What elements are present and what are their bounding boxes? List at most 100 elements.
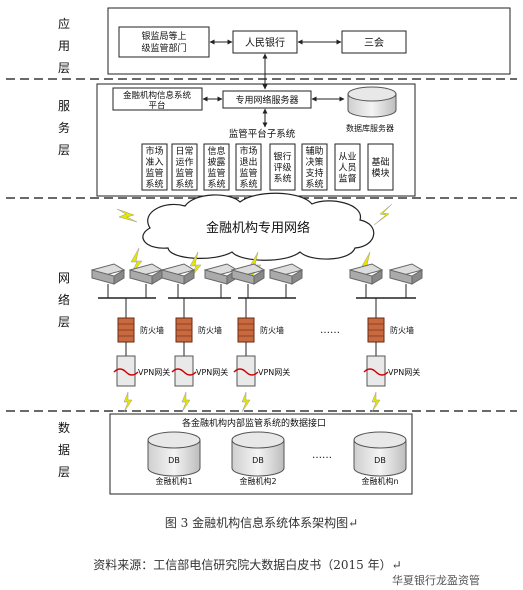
subsystem-label: 退出 — [239, 156, 257, 168]
subsystem-label: 日常 — [175, 145, 193, 157]
subsystem-label: 系统 — [273, 173, 291, 185]
subsystem-label: 银行 — [273, 151, 291, 163]
subsystem-label: 市场 — [145, 145, 163, 157]
third-box — [341, 30, 407, 54]
router-icon — [160, 263, 196, 298]
institution-db-3: DB 金融机构n — [353, 431, 407, 486]
firewall-label: 防火墙 — [390, 325, 414, 335]
app-layer-box — [107, 7, 511, 75]
subsystem-label: 系统 — [239, 178, 257, 190]
vpn-gateway-icon — [171, 355, 197, 387]
svg-text:网络层: 网络层 — [58, 271, 70, 329]
subsystem-label: 监管 — [207, 167, 225, 179]
watermark: 华夏银行龙盈资管 — [392, 574, 480, 587]
db-label: DB — [168, 456, 180, 465]
router-icon — [90, 263, 126, 298]
subsystem-label: 评级 — [273, 162, 291, 174]
firewall-icon — [367, 317, 385, 343]
subsystem-label: 人员 — [338, 163, 356, 174]
cloud-label: 金融机构专用网络 — [206, 220, 310, 236]
vpn-gateway-icon — [233, 355, 259, 387]
vpn-gateway-icon — [113, 355, 139, 387]
institution-label: 金融机构2 — [239, 476, 276, 486]
figure-caption: 图 3 金融机构信息系统体系架构图↵ — [164, 516, 359, 530]
subsystem-label: 决策 — [305, 156, 323, 168]
router-icon — [203, 263, 239, 298]
regulator-label-line2: 级监管部门 — [141, 42, 186, 54]
pboc-label: 人民银行 — [245, 36, 285, 49]
vpn-label: VPN网关 — [388, 367, 420, 377]
svg-text:应用层: 应用层 — [58, 16, 70, 75]
db-label: DB — [374, 456, 386, 465]
platform-label-line2: 平台 — [148, 100, 165, 111]
firewall-icon — [175, 317, 193, 343]
layer-label-application: 应用层 — [58, 16, 70, 75]
layer-label-data: 数据层 — [58, 420, 70, 479]
subsystem-title: 监管平台子系统 — [229, 128, 296, 140]
subsystem-label: 系统 — [305, 178, 323, 190]
subsystem-label: 信息 — [207, 145, 225, 157]
layer-label-service: 服务层 — [58, 99, 70, 157]
platform-label-line1: 金融机构信息系统 — [123, 90, 192, 101]
router-icon — [230, 263, 266, 298]
network-column-4: 防火墙 VPN网关 — [348, 263, 424, 387]
subsystem-label: 基础 — [371, 156, 389, 168]
subsystem-label: 系统 — [175, 178, 193, 190]
network-server-box — [222, 90, 312, 109]
subsystem-label: 市场 — [239, 145, 257, 157]
firewall-label: 防火墙 — [198, 325, 222, 335]
svg-text:数据层: 数据层 — [58, 420, 70, 479]
firewall-icon — [237, 317, 255, 343]
platform-box — [112, 87, 203, 111]
router-icon — [348, 263, 384, 298]
subsystem-label: 从业 — [338, 152, 356, 163]
database-server-icon — [347, 86, 397, 118]
vpn-gateway-icon — [363, 355, 389, 387]
subsystem-label: 模块 — [371, 167, 389, 179]
pboc-box — [232, 30, 298, 54]
subsystem-label: 支持 — [305, 167, 323, 179]
institution-label: 金融机构n — [361, 476, 398, 486]
router-icon — [128, 263, 164, 298]
subsystem-label: 披露 — [207, 156, 225, 168]
regulator-box — [118, 26, 210, 58]
data-layer-box — [109, 413, 413, 495]
firewall-label: 防火墙 — [260, 325, 284, 335]
subsystem-label: 监管 — [239, 167, 257, 179]
router-icon — [388, 263, 424, 298]
subsystem-label: 监督 — [338, 173, 356, 185]
figure-source: 资料来源：工信部电信研究院大数据白皮书（2015 年）↵ — [93, 558, 402, 572]
vpn-label: VPN网关 — [258, 367, 290, 377]
subsystem-row: 市场准入监管系统日常运作监管系统信息披露监管系统市场退出监管系统银行评级系统辅助… — [141, 143, 394, 191]
network-cloud-icon — [142, 192, 375, 261]
router-icon — [268, 263, 304, 298]
network-ellipsis: …… — [320, 325, 340, 336]
subsystem-label: 运作 — [175, 156, 193, 168]
interface-title: 各金融机构内部监管系统的数据接口 — [182, 417, 326, 429]
subsystem-label: 监管 — [145, 167, 163, 179]
db-server-label: 数据库服务器 — [346, 123, 394, 133]
institution-label: 金融机构1 — [155, 476, 192, 486]
vpn-label: VPN网关 — [138, 367, 170, 377]
network-server-label: 专用网络服务器 — [235, 94, 298, 106]
network-column-3: 防火墙 VPN网关 — [230, 263, 304, 387]
subsystem-label: 系统 — [145, 178, 163, 190]
subsystem-label: 监管 — [175, 167, 193, 179]
subsystem-label: 准入 — [145, 157, 163, 168]
layer-label-network: 网络层 — [58, 271, 70, 329]
svg-text:服务层: 服务层 — [58, 99, 70, 157]
third-label: 三会 — [364, 36, 384, 49]
